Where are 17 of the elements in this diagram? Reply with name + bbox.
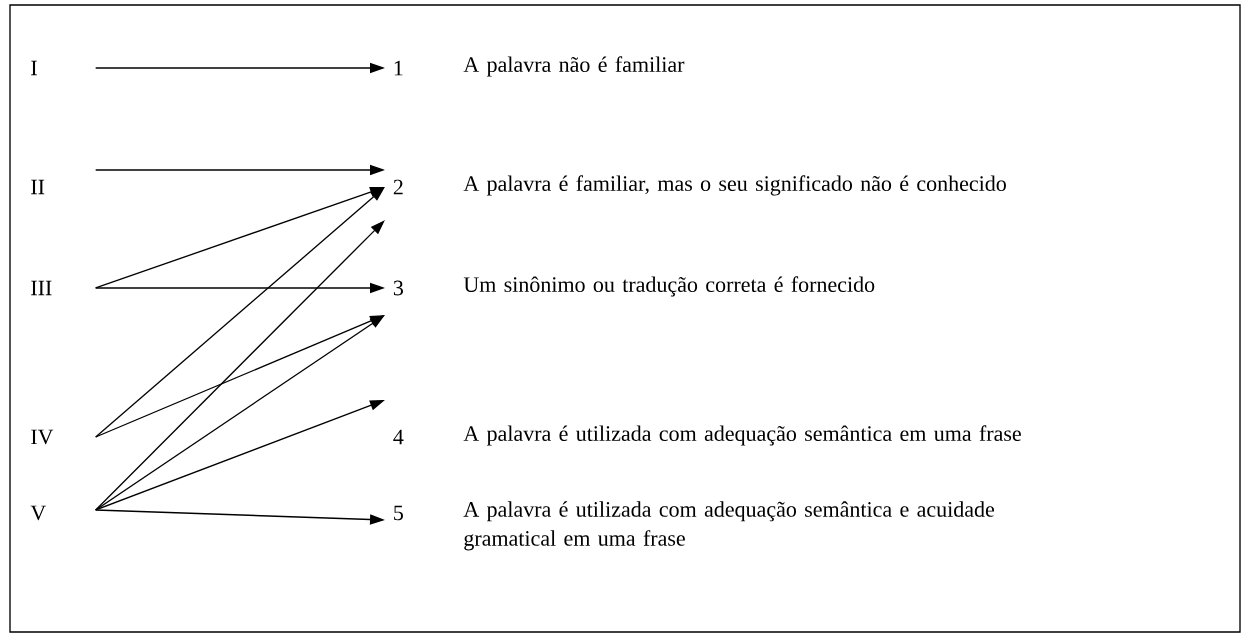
number-label: 2 [393, 179, 403, 195]
roman-numeral: IV [31, 429, 54, 445]
number-label: 4 [393, 429, 404, 445]
number-label: 5 [394, 505, 403, 521]
description-text: Um sinônimo ou tradução correta é fornecido [463, 276, 875, 297]
roman-numeral: III [31, 280, 52, 296]
arrow [95, 220, 385, 511]
arrow [95, 187, 385, 438]
roman-numeral: II [31, 179, 45, 195]
number-label: 3 [393, 280, 403, 296]
description-text: A palavra não é familiar [463, 56, 685, 77]
description-text: A palavra é utilizada com adequação semântica e acuidade gramatical em uma frase [463, 501, 995, 551]
roman-numeral: V [30, 505, 46, 521]
number-label: 1 [394, 60, 403, 76]
roman-numeral: I [31, 60, 37, 76]
description-text: A palavra é familiar, mas o seu significado não é conhecido [463, 175, 1006, 196]
description-text: A palavra é utilizada com adequação semântica em uma frase [463, 425, 1021, 446]
